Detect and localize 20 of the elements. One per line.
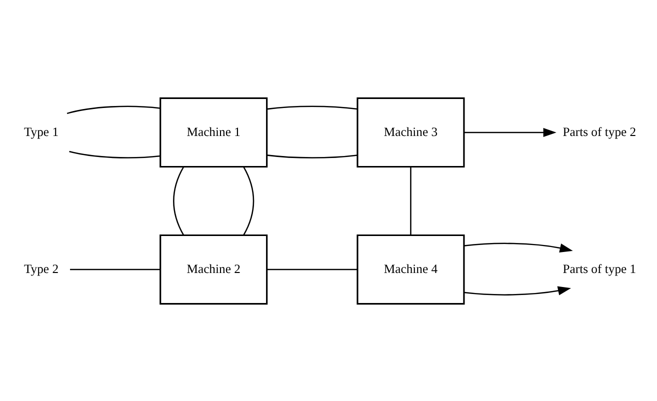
node-box: Machine 4 (356, 234, 465, 304)
connector (266, 154, 358, 158)
connector (70, 268, 160, 270)
connector (173, 166, 184, 235)
arrow (464, 286, 572, 295)
arrow (464, 242, 573, 252)
connector (66, 105, 160, 114)
arrow (464, 127, 556, 137)
connector (266, 105, 358, 110)
node-text: Type 2 (24, 261, 59, 276)
node-text: Type 1 (24, 124, 59, 138)
connector (69, 150, 160, 158)
connector (410, 166, 412, 234)
connector (243, 166, 254, 235)
node-box: Machine 1 (160, 96, 268, 168)
node-box: Machine 3 (356, 96, 465, 168)
node-text: Parts of type 1 (562, 261, 636, 276)
node-box: Machine 2 (160, 234, 268, 304)
node-text: Parts of type 2 (562, 124, 636, 138)
connector (266, 268, 358, 270)
